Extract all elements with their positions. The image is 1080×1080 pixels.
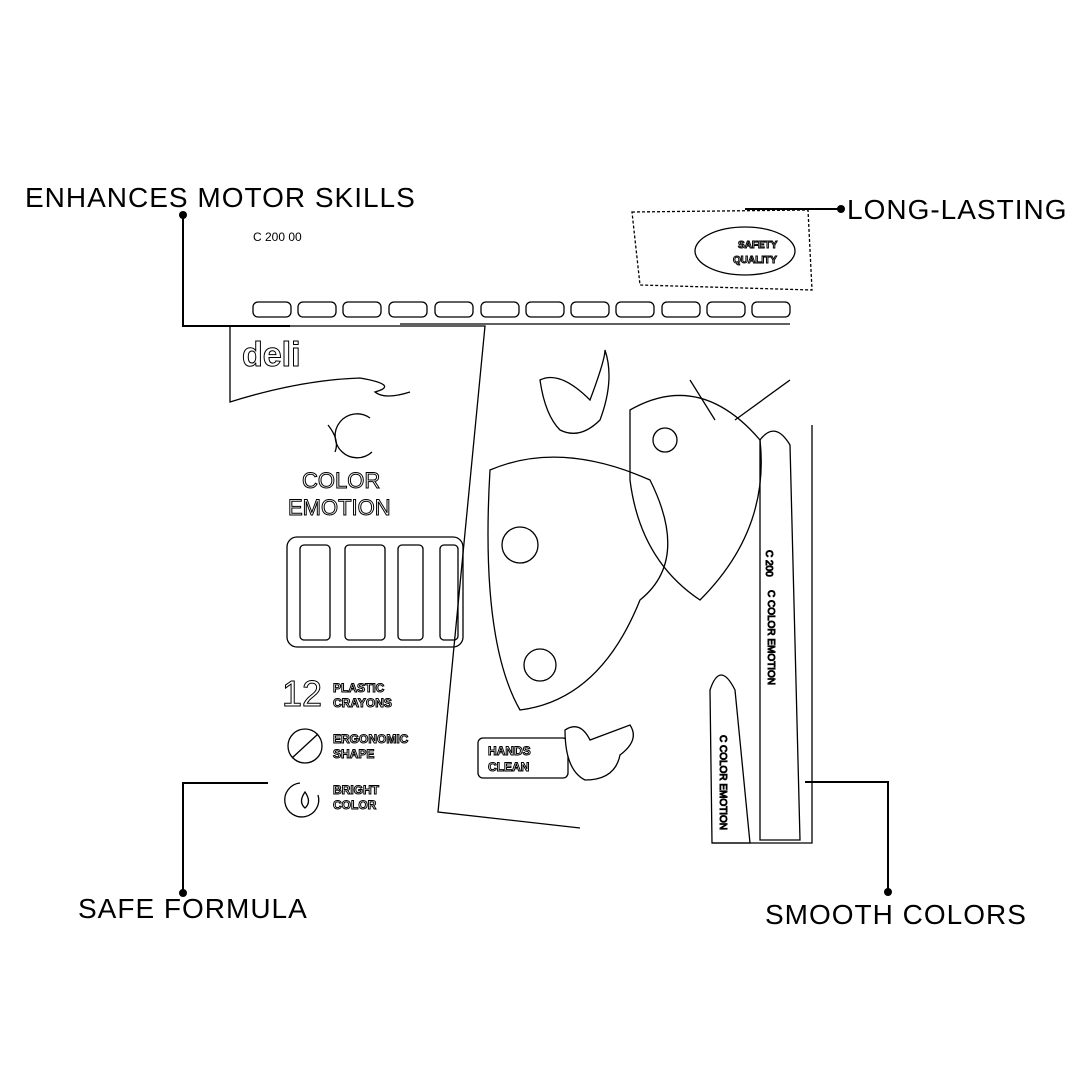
crayon-window xyxy=(286,536,464,648)
crayon-count: 12 xyxy=(282,673,322,714)
feature-color: COLOR xyxy=(333,798,377,812)
hands-clean-badge xyxy=(477,724,634,781)
color-emotion-logo-icon xyxy=(327,413,373,459)
callout-dots xyxy=(179,205,892,897)
crayon-code: C 200 xyxy=(763,550,774,577)
product-line-2: EMOTION xyxy=(288,495,391,520)
badge-safety: SAFETY xyxy=(738,240,778,251)
callout-smooth-colors: SMOOTH COLORS xyxy=(765,899,1027,930)
crayon-label-2: C COLOR EMOTION xyxy=(717,735,728,830)
feature-crayons: CRAYONS xyxy=(333,696,392,710)
feature-ergonomic: ERGONOMIC xyxy=(333,732,409,746)
product-code: C 200 00 xyxy=(253,230,302,244)
hands-text-1: HANDS xyxy=(488,744,531,758)
callout-motor-skills: ENHANCES MOTOR SKILLS xyxy=(25,182,416,213)
bright-color-drop-icon xyxy=(284,782,320,818)
callout-long-lasting: LONG-LASTING xyxy=(847,194,1068,225)
crayon-label: C COLOR EMOTION xyxy=(765,590,776,685)
callout-lines xyxy=(182,208,889,893)
crayon-tips-row xyxy=(252,301,791,325)
butterfly-illustration xyxy=(487,349,791,711)
product-line-1: COLOR xyxy=(302,468,380,493)
safety-quality-badge xyxy=(631,209,813,291)
hands-text-2: CLEAN xyxy=(488,760,529,774)
brand-logo: deli xyxy=(242,336,301,374)
ergonomic-shape-icon xyxy=(287,728,323,764)
feature-shape: SHAPE xyxy=(333,747,374,761)
callout-safe-formula: SAFE FORMULA xyxy=(78,893,308,924)
crayon-illustrations xyxy=(709,430,801,844)
badge-quality: QUALITY xyxy=(733,255,777,266)
feature-bright: BRIGHT xyxy=(333,783,380,797)
feature-plastic: PLASTIC xyxy=(333,681,385,695)
